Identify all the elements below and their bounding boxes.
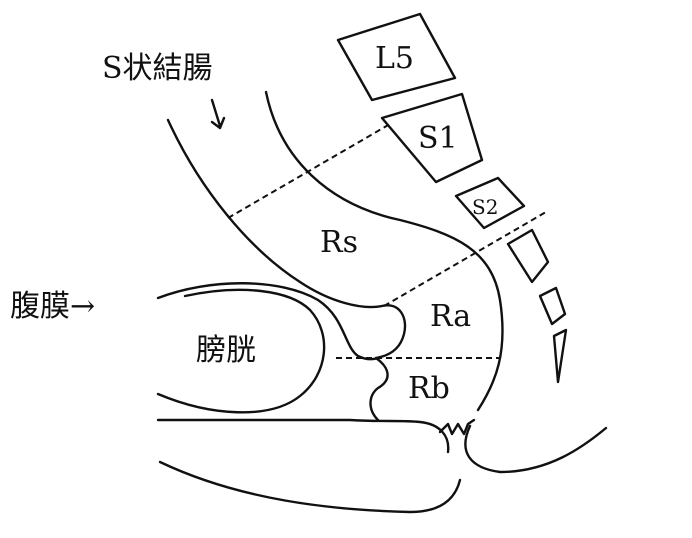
label-s2: S2 — [472, 195, 498, 219]
vertebra-s1 — [380, 92, 484, 184]
coccyx-segment-2 — [538, 286, 567, 326]
vertebra-l5 — [336, 12, 457, 102]
bladder-outline — [156, 288, 326, 414]
label-peritoneum: 腹膜→ — [10, 289, 95, 324]
label-sigmoid-colon: S状結腸 — [102, 51, 213, 86]
boundary-sigmoid-rs — [227, 123, 391, 219]
rectum-lower-posterior-wall — [464, 424, 608, 474]
boundary-rs-ra — [383, 211, 547, 307]
label-l5: L5 — [375, 41, 414, 76]
sigmoid-arrow — [210, 98, 222, 128]
vertebra-s2 — [454, 176, 526, 230]
peritoneum-line — [156, 282, 380, 361]
label-rs: Rs — [320, 225, 358, 260]
label-bladder: 膀胱 — [196, 333, 256, 368]
label-ra: Ra — [430, 299, 471, 334]
sigmoid-arrowhead — [210, 116, 226, 130]
sigmoid-anterior-wall — [166, 118, 407, 360]
coccyx-segment-1 — [506, 228, 550, 284]
urethra-line — [156, 418, 450, 454]
sigmoid-posterior-wall — [264, 90, 504, 412]
dentate-line — [438, 418, 476, 436]
label-rb: Rb — [408, 371, 450, 406]
perineum-line — [158, 460, 462, 514]
label-s1: S1 — [418, 121, 458, 156]
rectum-anterior-lower-wall — [369, 356, 389, 422]
coccyx-segment-3 — [552, 328, 568, 384]
